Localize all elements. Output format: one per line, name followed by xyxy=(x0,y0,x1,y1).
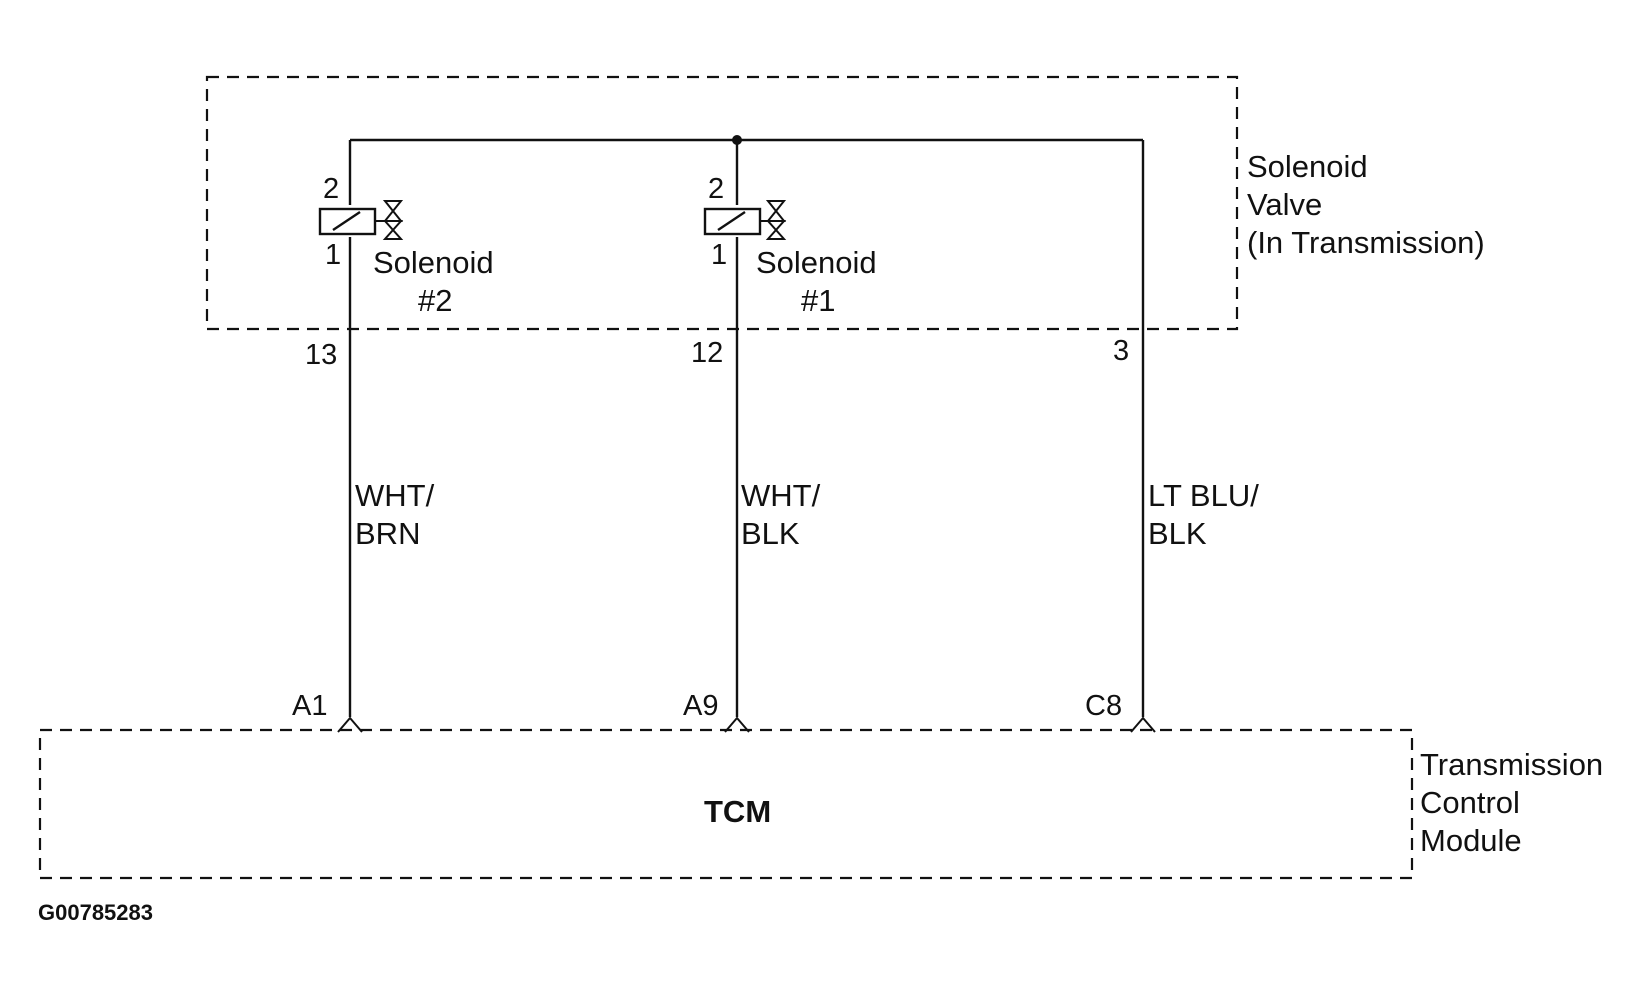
connector-pin-12: 12 xyxy=(691,337,723,369)
tcm-label-line1: Transmission xyxy=(1420,747,1603,782)
tcm-center-label: TCM xyxy=(704,794,771,829)
solenoid-1-pin-top: 2 xyxy=(708,173,724,205)
tcm-label-line2: Control xyxy=(1420,785,1520,820)
solenoid-1-symbol xyxy=(703,200,787,240)
wire-color-1-line2: BRN xyxy=(355,516,420,551)
solenoid-2-pin-top: 2 xyxy=(323,173,339,205)
tcm-pin-a1: A1 xyxy=(292,690,327,722)
tcm-label-line3: Module xyxy=(1420,823,1522,858)
solenoid-valve-label-line3: (In Transmission) xyxy=(1247,225,1485,260)
solenoid-2-pin-bottom: 1 xyxy=(325,239,341,271)
solenoid-valve-label-line1: Solenoid xyxy=(1247,149,1368,184)
wire-color-1-line1: WHT/ xyxy=(355,478,435,513)
solenoid-1-number: #1 xyxy=(801,283,835,318)
wire-color-2-line2: BLK xyxy=(741,516,800,551)
wire-color-3-line1: LT BLU/ xyxy=(1148,478,1259,513)
solenoid-valve-label-line2: Valve xyxy=(1247,187,1322,222)
terminal-a9-icon xyxy=(724,716,750,733)
solenoid-2-number: #2 xyxy=(418,283,452,318)
figure-id: G00785283 xyxy=(38,900,153,925)
solenoid-1-pin-bottom: 1 xyxy=(711,239,727,271)
tcm-pin-c8: C8 xyxy=(1085,690,1122,722)
connector-pin-3: 3 xyxy=(1113,335,1129,367)
tcm-pin-a9: A9 xyxy=(683,690,718,722)
terminal-c8-icon xyxy=(1130,716,1156,733)
terminal-a1-icon xyxy=(337,716,363,733)
connector-pin-13: 13 xyxy=(305,339,337,371)
solenoid-2-symbol xyxy=(318,200,404,240)
wire-color-3-line2: BLK xyxy=(1148,516,1207,551)
wire-color-2-line1: WHT/ xyxy=(741,478,821,513)
solenoid-2-label: Solenoid xyxy=(373,245,494,280)
solenoid-1-label: Solenoid xyxy=(756,245,877,280)
